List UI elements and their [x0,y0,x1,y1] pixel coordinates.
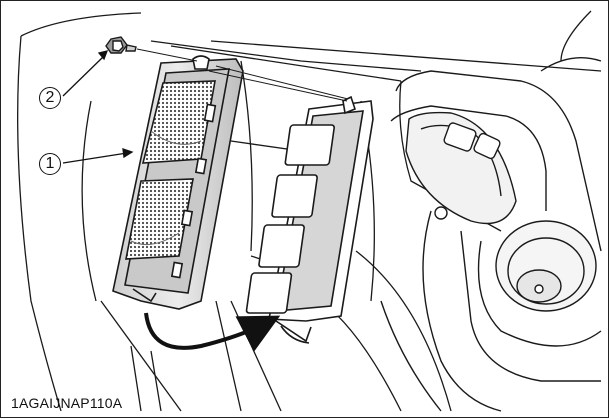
callout-number-1: 1 [39,153,61,175]
filter-cover [112,55,244,310]
screw [105,36,137,54]
center-console [380,70,602,412]
callout-leaders [62,50,134,164]
filter-mount-frame [245,95,374,344]
install-direction-arrow [144,312,281,352]
callout-number-2: 2 [39,87,61,109]
assembly-lines [136,48,349,102]
figure-caption: 1AGAIJNAP110A [11,395,123,411]
